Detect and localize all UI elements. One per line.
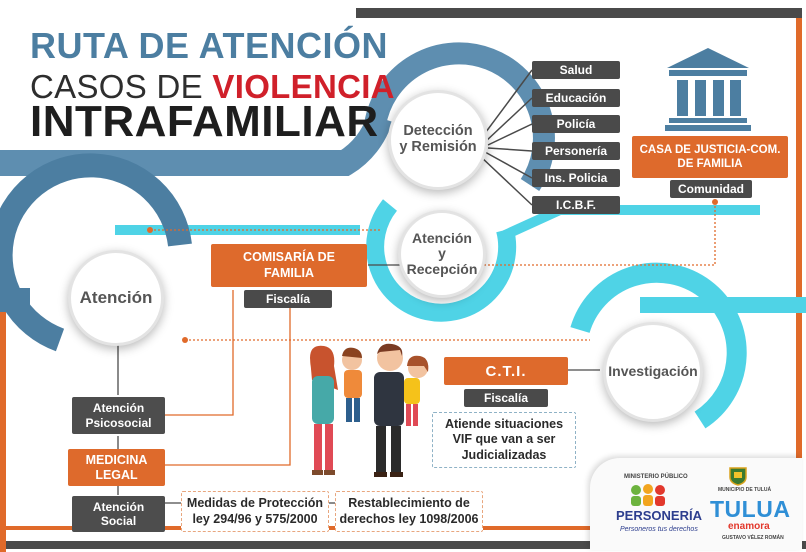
ministerio-caption: MINISTERIO PÚBLICO <box>624 474 688 480</box>
atencion-social: Atención Social <box>72 496 165 532</box>
cti-sub: Fiscalía <box>464 389 548 407</box>
personeria-logo-text: PERSONERÍA <box>616 508 702 523</box>
stage-atencion-recepcion: Atención y Recepción <box>398 210 486 298</box>
title-line2-highlight: VIOLENCIA <box>212 68 395 105</box>
title-line2-prefix: CASOS DE <box>30 68 213 105</box>
personeria-slogan: Personeros tus derechos <box>620 526 698 533</box>
title-line1: RUTA DE ATENCIÓN <box>30 25 388 66</box>
title-line2: CASOS DE VIOLENCIA <box>30 70 395 103</box>
family-illustration <box>310 343 429 477</box>
stage-investigacion-label: Investigación <box>608 363 698 380</box>
entity-personeria: Personería <box>532 142 620 160</box>
orange-connectors <box>165 290 291 466</box>
logos-panel: MINISTERIO PÚBLICO PERSONERÍA Personeros… <box>590 458 802 550</box>
atencion-psicosocial: Atención Psicosocial <box>72 397 165 434</box>
investigacion-arc <box>570 262 747 429</box>
dot-atencion <box>147 227 153 233</box>
entity-policia: Policía <box>532 115 620 133</box>
entity-connectors <box>479 69 533 206</box>
entity-icbf: I.C.B.F. <box>532 196 620 214</box>
entity-ins-policia: Ins. Policia <box>532 169 620 187</box>
medicina-legal: MEDICINA LEGAL <box>68 449 165 486</box>
comisaria-sub: Fiscalía <box>244 290 332 308</box>
alcalde-caption: GUSTAVO VÉLEZ ROMÁN <box>722 535 784 541</box>
municipio-shield-icon <box>729 467 747 486</box>
cti-box: C.T.I. <box>444 357 568 385</box>
dot-investigacion <box>182 337 188 343</box>
courthouse-icon <box>665 48 751 131</box>
recepcion-arc <box>366 199 517 322</box>
tulua-logo-text: TULUA <box>710 496 791 522</box>
stage-atencion: Atención <box>68 250 164 346</box>
stage-deteccion: Detección y Remisión <box>388 90 488 190</box>
entity-educacion: Educación <box>532 89 620 107</box>
dot-casa <box>712 199 718 205</box>
title-line3: INTRAFAMILIAR <box>30 97 379 146</box>
municipio-caption: MUNICIPIO DE TULUÁ <box>718 487 772 493</box>
stage-investigacion: Investigación <box>603 322 703 422</box>
left-stripe <box>0 212 6 552</box>
stage-atencion-recepcion-label: Atención y Recepción <box>406 229 478 277</box>
top-band <box>356 8 802 18</box>
stage-atencion-label: Atención <box>79 287 153 307</box>
restablecimiento-derechos: Restablecimiento de derechos ley 1098/20… <box>335 491 483 532</box>
medidas-proteccion: Medidas de Protección ley 294/96 y 575/2… <box>181 491 329 532</box>
dotted-connectors <box>150 202 716 341</box>
enamora-logo-text: enamora <box>728 521 770 532</box>
comisaria-box: COMISARÍA DE FAMILIA <box>211 244 367 287</box>
personeria-people-icon <box>631 484 665 506</box>
stage-deteccion-label: Detección y Remisión <box>399 123 477 155</box>
cti-note: Atiende situaciones VIF que van a ser Ju… <box>432 412 576 468</box>
casa-justicia-sub: Comunidad <box>670 180 752 198</box>
entity-salud: Salud <box>532 61 620 79</box>
casa-justicia-box: CASA DE JUSTICIA-COM. DE FAMILIA <box>632 136 788 178</box>
right-stripe <box>796 18 802 458</box>
